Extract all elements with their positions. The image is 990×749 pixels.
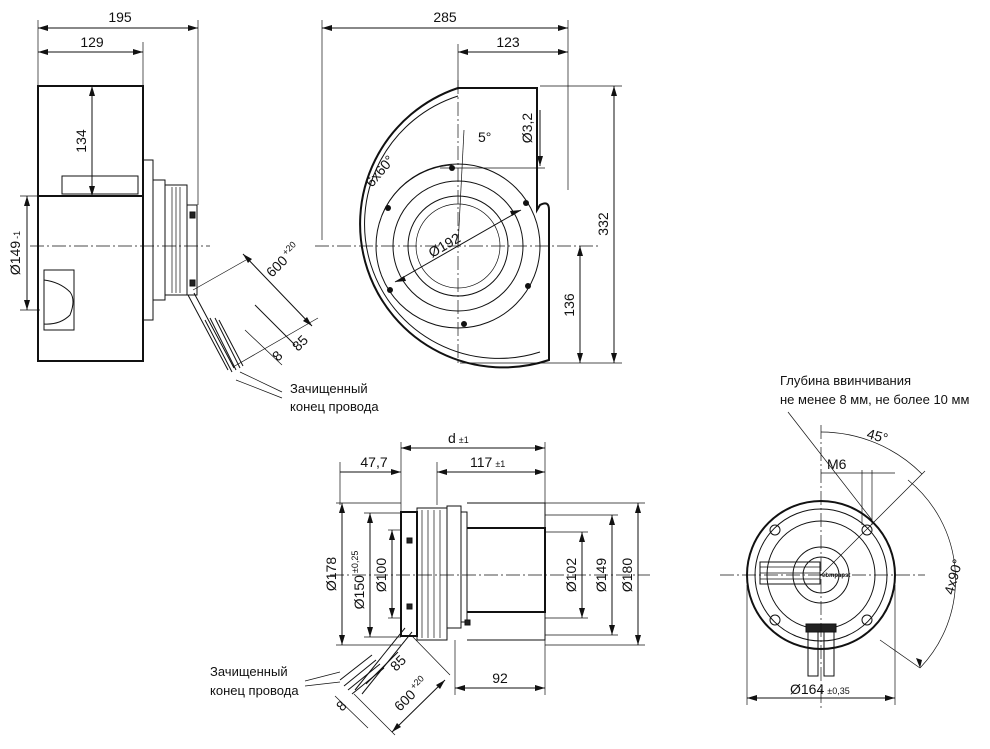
dim-600-side: 600+20 <box>262 239 303 280</box>
dim-8-motor: 8 <box>333 697 350 714</box>
note-stripped-side-1: Зачищенный <box>290 381 368 396</box>
angle-45: 45° <box>865 425 890 446</box>
note-stripped-motor-1: Зачищенный <box>210 664 288 679</box>
angle-6x60: 6x60° <box>362 152 397 190</box>
front-view: 285 123 Ø192 6x60° <box>315 9 622 369</box>
dim-d100: Ø100 <box>373 558 389 592</box>
dim-129: 129 <box>80 34 104 50</box>
mounting-holes <box>769 524 873 626</box>
angle-4x90: 4x90° <box>941 557 966 596</box>
dim-85-motor: 85 <box>387 652 409 674</box>
dim-117: 117±1 <box>470 454 505 470</box>
dim-85-side: 85 <box>289 332 311 354</box>
dim-123: 123 <box>496 34 520 50</box>
note-depth-1: Глубина ввинчивания <box>780 373 911 388</box>
side-view: 195 129 134 Ø149-1 <box>7 9 379 414</box>
dim-d149-motor: Ø149 <box>593 558 609 592</box>
dim-d: d±1 <box>448 430 469 446</box>
dim-92: 92 <box>492 670 508 686</box>
dim-d180: Ø180 <box>619 558 635 592</box>
thread-m6: M6 <box>827 456 847 472</box>
dim-d164: Ø164±0,35 <box>790 681 850 697</box>
dim-d178: Ø178 <box>323 557 339 591</box>
dim-136: 136 <box>561 293 577 317</box>
dim-134: 134 <box>73 129 89 153</box>
note-depth-2: не менее 8 мм, не более 10 мм <box>780 392 969 407</box>
rear-view: Глубина ввинчивания не менее 8 мм, не бо… <box>720 373 969 710</box>
brand-logo: ebmpapst <box>822 573 850 579</box>
motor-view: d±1 47,7 117±1 Ø178 <box>210 430 650 736</box>
note-stripped-side-2: конец провода <box>290 399 379 414</box>
dim-285: 285 <box>433 9 457 25</box>
dim-600-motor: 600+20 <box>390 673 431 714</box>
dim-d149: Ø149-1 <box>7 231 23 275</box>
note-stripped-motor-2: конец провода <box>210 683 299 698</box>
angle-5: 5° <box>478 129 491 145</box>
dim-d192: Ø192 <box>426 230 464 261</box>
dim-d3-2: Ø3,2 <box>519 113 535 144</box>
dim-d102: Ø102 <box>563 558 579 592</box>
dim-d150: Ø150±0,25 <box>350 551 367 610</box>
dim-47-7: 47,7 <box>360 454 387 470</box>
dim-332: 332 <box>595 212 611 236</box>
dim-8-side: 8 <box>269 347 286 364</box>
dim-195: 195 <box>108 9 132 25</box>
